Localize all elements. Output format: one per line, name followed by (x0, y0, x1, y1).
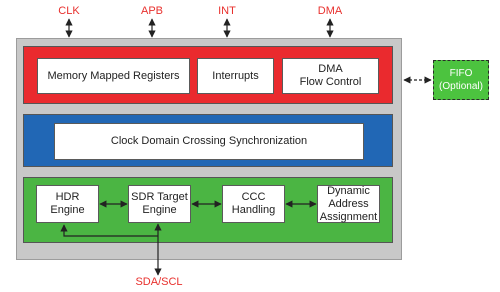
int-signal-label: INT (218, 5, 236, 17)
dynamic-address-assignment-block: Dynamic Address Assignment (317, 185, 380, 223)
clock-domain-crossing-block: Clock Domain Crossing Synchronization (54, 123, 364, 160)
interrupts-block: Interrupts (197, 58, 274, 94)
memory-mapped-registers-block: Memory Mapped Registers (37, 58, 190, 94)
dma-signal-label: DMA (317, 5, 343, 17)
clk-signal-label: CLK (58, 5, 80, 17)
ccc-handling-block: CCC Handling (222, 185, 285, 223)
hdr-engine-block: HDR Engine (36, 185, 99, 223)
fifo-optional-block: FIFO (Optional) (433, 60, 489, 100)
sdr-target-engine-block: SDR Target Engine (128, 185, 191, 223)
apb-signal-label: APB (140, 5, 163, 17)
sda-scl-signal-label: SDA/SCL (135, 276, 183, 288)
dma-flow-control-block: DMA Flow Control (282, 58, 379, 94)
bus-to-hdr-arrow (60, 224, 158, 237)
